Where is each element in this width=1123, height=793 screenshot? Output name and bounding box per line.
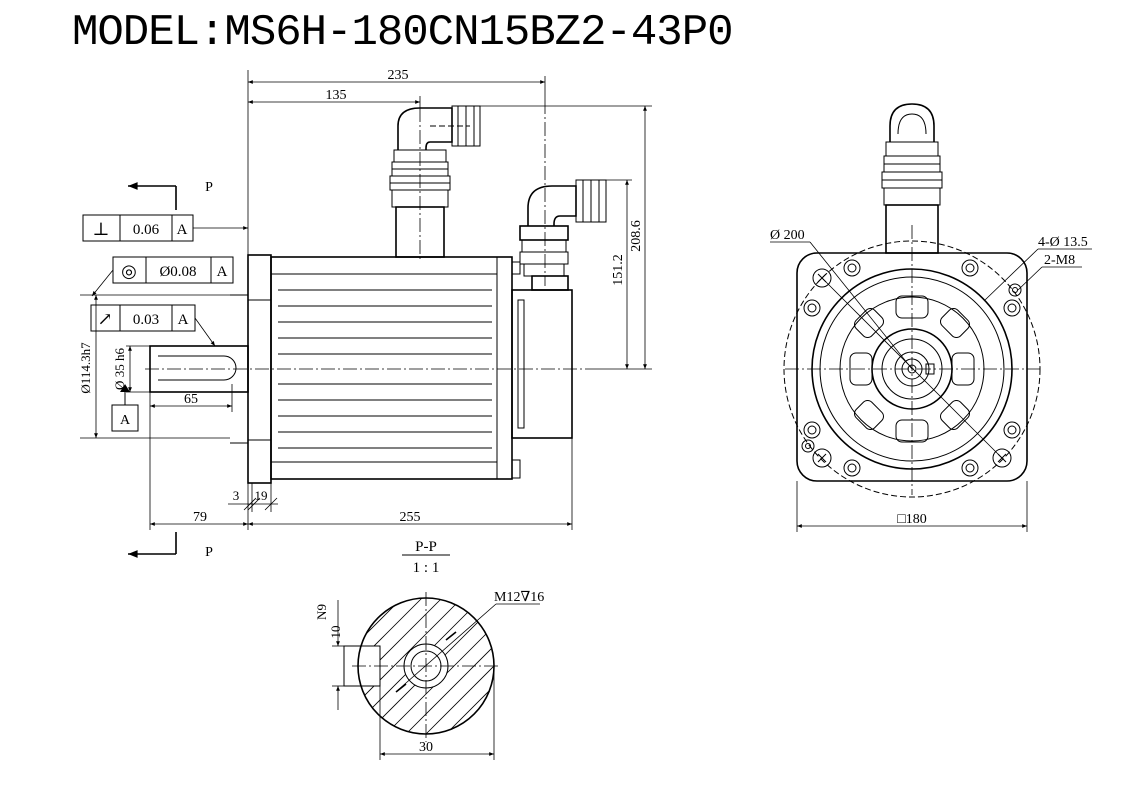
dim-255: 255 xyxy=(400,510,421,525)
mounting-holes xyxy=(801,268,1022,468)
dim-19: 19 xyxy=(255,488,268,503)
power-connector xyxy=(389,105,481,262)
encoder-connector xyxy=(519,100,607,291)
svg-text:0.03: 0.03 xyxy=(133,312,159,328)
dim-151-2: 151.2 xyxy=(611,254,626,286)
cooling-fins xyxy=(278,289,492,449)
section-marker-bottom: P xyxy=(128,532,213,560)
svg-text:Ø0.08: Ø0.08 xyxy=(159,264,196,280)
svg-text:◎: ◎ xyxy=(121,261,137,281)
drawing-title: MODEL:MS6H-180CN15BZ2-43P0 xyxy=(72,8,734,58)
dim-65: 65 xyxy=(184,392,198,407)
dim-shaft-diameter: Ø 35 h6 xyxy=(112,348,127,390)
section-marker-top: P xyxy=(128,180,213,210)
holes-callout: 4-Ø 13.5 xyxy=(1038,235,1088,250)
keyway-height: 10 xyxy=(328,626,343,639)
section-scale: 1 : 1 xyxy=(413,560,440,576)
svg-text:A: A xyxy=(178,312,189,328)
dim-235: 235 xyxy=(388,68,409,83)
threads-callout: 2-M8 xyxy=(1044,253,1075,268)
dim-135: 135 xyxy=(326,88,347,103)
front-view: Ø 200 4-Ø 13.5 2-M8 □180 xyxy=(770,103,1092,532)
svg-text:↗: ↗ xyxy=(97,309,112,329)
svg-text:0.06: 0.06 xyxy=(133,222,160,238)
svg-text:P: P xyxy=(205,180,213,195)
dim-3: 3 xyxy=(233,488,240,503)
rear-end-cap xyxy=(511,289,573,439)
section-view: P-P 1 : 1 M12∇16 xyxy=(314,539,544,760)
dim-208-6: 208.6 xyxy=(629,220,644,252)
svg-text:A: A xyxy=(177,222,188,238)
svg-text:⊥: ⊥ xyxy=(93,219,110,239)
dim-79: 79 xyxy=(193,510,207,525)
section-diameter: 30 xyxy=(419,740,433,755)
tolerance-perpendicularity: ⊥ 0.06 A xyxy=(82,214,248,242)
bolt-holes xyxy=(803,259,1021,477)
thread-callout: M12∇16 xyxy=(494,590,544,605)
square-dim: □180 xyxy=(897,512,926,527)
tolerance-concentricity: ◎ Ø0.08 A xyxy=(91,256,234,297)
svg-text:A: A xyxy=(217,264,228,280)
side-view: 235 135 208.6 151.2 65 79 255 3 19 xyxy=(78,68,652,560)
svg-text:P: P xyxy=(205,545,213,560)
datum-label: A xyxy=(120,413,131,428)
dim-spigot-diameter: Ø114.3h7 xyxy=(78,342,93,394)
bolt-circle-dim: Ø 200 xyxy=(770,228,805,243)
front-connector xyxy=(881,103,943,254)
keyway-tolerance: N9 xyxy=(314,604,329,620)
section-label: P-P xyxy=(415,539,437,555)
tolerance-runout: ↗ 0.03 A xyxy=(90,304,216,347)
